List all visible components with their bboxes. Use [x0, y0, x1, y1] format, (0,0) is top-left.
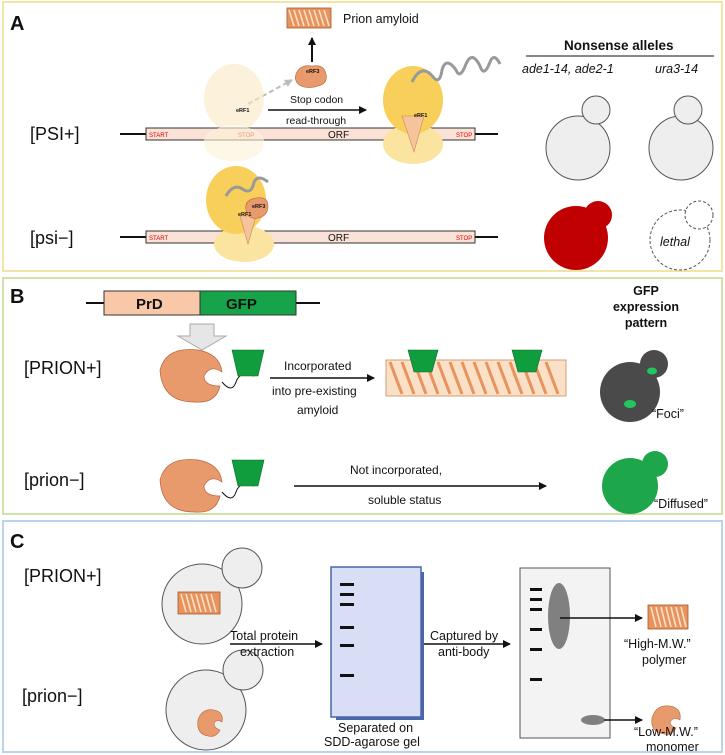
- start-label-1: START: [149, 133, 168, 139]
- yeast-white-2: [648, 95, 714, 181]
- panel-c: C [PRION+] [prion−] Total protein extrac…: [2, 520, 723, 754]
- high-mw-text-1: “High-M.W.”: [624, 637, 691, 651]
- not-incorporated-text-2: soluble status: [368, 493, 441, 507]
- prd-gfp-protein-2: [159, 459, 265, 513]
- incorporated-text-2: into pre-existing: [272, 384, 357, 398]
- captured-text-2: anti-body: [438, 645, 490, 659]
- erf1-label-3: eRF1: [238, 212, 251, 218]
- amyloid-fibril: [385, 349, 567, 397]
- yeast-lethal: [649, 200, 714, 271]
- panel-a-border: [2, 1, 723, 272]
- orf-label-1: ORF: [328, 130, 349, 141]
- separated-text-1: Separated on: [338, 721, 413, 735]
- yeast-diffused: [602, 451, 668, 514]
- yeast-white-1: [545, 95, 611, 181]
- panel-b-border: [2, 277, 723, 515]
- allele-1-label: ade1-14, ade2-1: [522, 62, 614, 76]
- orf-label-2: ORF: [328, 233, 349, 244]
- foci-label: “Foci”: [652, 407, 684, 421]
- prion-minus-label-c: [prion−]: [22, 686, 83, 706]
- psi-minus-label: [psi−]: [30, 228, 74, 248]
- ribosome-termination: [206, 166, 274, 262]
- low-mw-monomer-icon: [651, 705, 681, 735]
- prion-minus-label-b: [prion−]: [24, 470, 85, 490]
- prion-amyloid-label: Prion amyloid: [343, 12, 419, 26]
- incorporated-text-1: Incorporated: [284, 359, 351, 373]
- erf1-label-faded: eRF1: [236, 108, 249, 114]
- stop-label-2b: STOP: [456, 236, 472, 242]
- lethal-label: lethal: [660, 235, 691, 249]
- erf3-label-2: eRF3: [252, 204, 265, 210]
- down-arrow-icon: [176, 323, 228, 351]
- stop-codon-text-1: Stop codon: [290, 94, 343, 106]
- high-mw-polymer-icon: [647, 604, 689, 630]
- incorporated-text-3: amyloid: [297, 403, 338, 417]
- not-incorporated-text-1: Not incorporated,: [350, 463, 442, 477]
- gfp-title-3: pattern: [625, 316, 667, 330]
- gfp-label: GFP: [226, 296, 257, 313]
- stop-label-1b: STOP: [456, 133, 472, 139]
- nonsense-alleles-title: Nonsense alleles: [564, 38, 674, 53]
- panel-c-border: [2, 520, 723, 753]
- prd-gfp-protein-1: [159, 349, 265, 403]
- erf3-aggregate-icon: [295, 65, 327, 88]
- erf3-label-top: eRF3: [306, 69, 319, 75]
- yeast-foci: [600, 350, 668, 422]
- yeast-red: [544, 201, 612, 270]
- prion-plus-label-c: [PRION+]: [24, 566, 102, 586]
- ribosome-faded: [203, 64, 265, 163]
- separated-text-2: SDD-agarose gel: [324, 735, 420, 749]
- panel-a: A Prion amyloid eRF3 [PSI+] START STOP S…: [2, 1, 723, 272]
- stop-codon-text-2: read-through: [286, 115, 346, 127]
- erf1-label-2: eRF1: [414, 113, 427, 119]
- total-protein-text-1: Total protein: [230, 629, 298, 643]
- gfp-title-1: GFP: [633, 284, 659, 298]
- orf-box-2: [145, 230, 476, 244]
- low-mw-text-1: “Low-M.W.”: [634, 725, 698, 739]
- panel-c-letter: C: [10, 531, 24, 553]
- prd-label: PrD: [136, 296, 163, 313]
- high-mw-text-2: polymer: [642, 653, 686, 667]
- start-label-2: START: [149, 236, 168, 242]
- yeast-cell-prion-minus: [165, 649, 264, 751]
- psi-plus-label: [PSI+]: [30, 124, 80, 144]
- prion-amyloid-icon: [286, 7, 332, 29]
- panel-a-letter: A: [10, 13, 24, 35]
- panel-b: B PrD GFP [PRION+] Incorporated into pre…: [2, 277, 723, 515]
- western-blot: [519, 567, 611, 739]
- gfp-box: [199, 290, 297, 316]
- panel-b-letter: B: [10, 286, 24, 308]
- yeast-cell-prion-plus: [161, 547, 263, 645]
- allele-2-label: ura3-14: [655, 62, 698, 76]
- gfp-title-2: expression: [613, 300, 679, 314]
- low-mw-text-2: monomer: [646, 740, 699, 754]
- prd-box: [103, 290, 201, 316]
- diffused-label: “Diffused”: [654, 497, 708, 511]
- captured-text-1: Captured by: [430, 629, 499, 643]
- ribosome-readthrough: [383, 56, 502, 164]
- total-protein-text-2: extraction: [240, 645, 294, 659]
- sdd-agarose-gel: [330, 566, 424, 720]
- prion-plus-label-b: [PRION+]: [24, 358, 102, 378]
